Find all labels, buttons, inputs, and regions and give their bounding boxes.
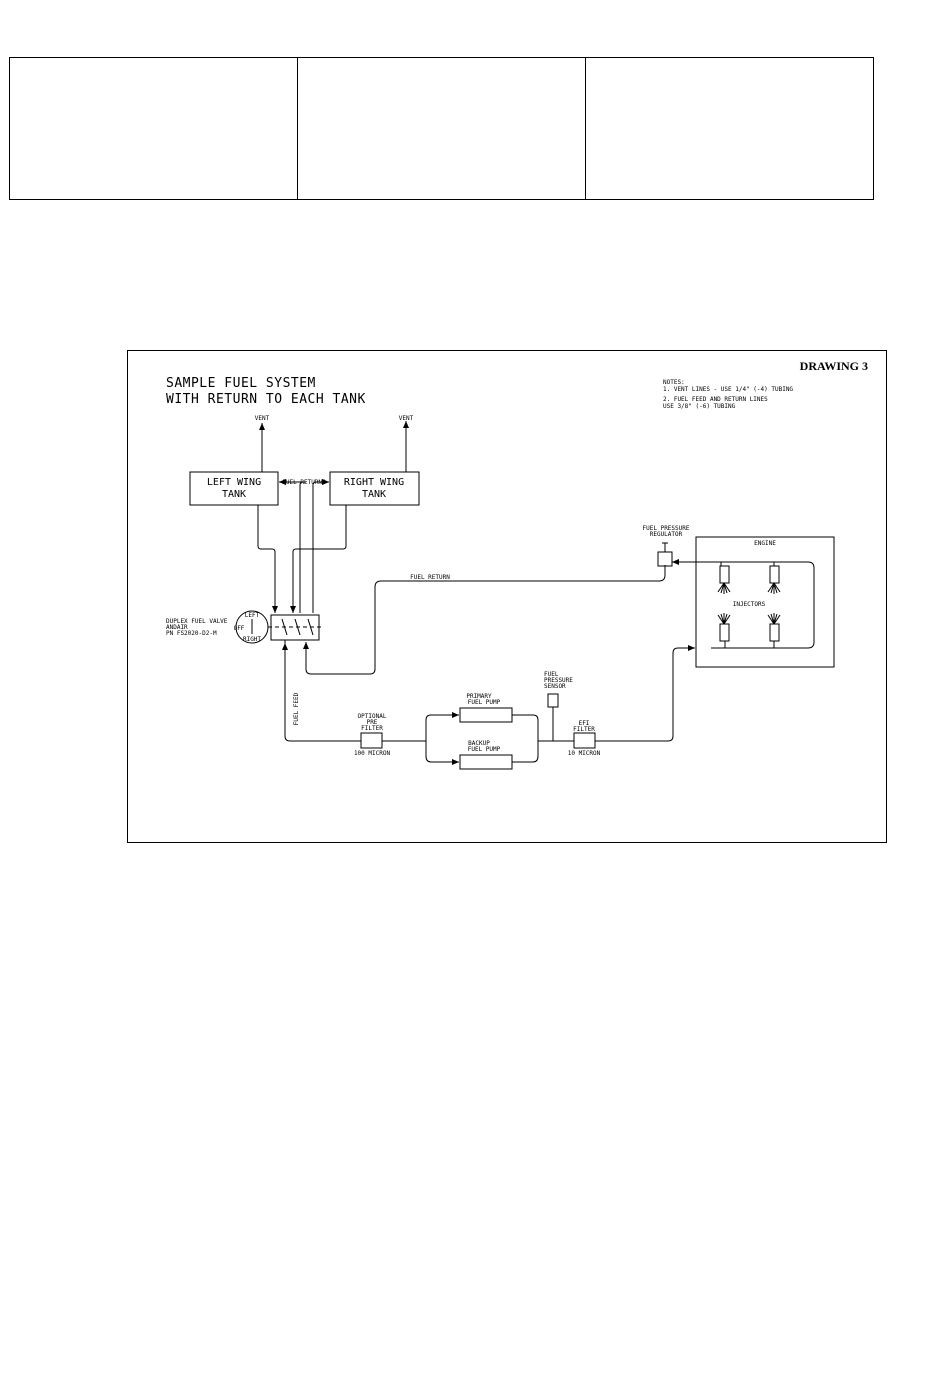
valve-label-line1: DUPLEX FUEL VALVE xyxy=(166,618,228,625)
drawing-label: DRAWING 3 xyxy=(800,359,868,373)
engine-label: ENGINE xyxy=(754,540,776,547)
header-table xyxy=(9,57,874,200)
left-tank-feed-line xyxy=(257,505,278,613)
fuel-pressure-regulator xyxy=(657,551,673,567)
primary-pump-inlet xyxy=(425,712,459,741)
valve-selector-dial xyxy=(235,610,269,644)
primary-pump-label-line2: FUEL PUMP xyxy=(468,699,501,706)
fuel-system-schematic: DRAWING 3 SAMPLE FUEL SYSTEM WITH RETURN… xyxy=(166,359,868,770)
injector-spray-4 xyxy=(767,613,781,625)
left-return-line xyxy=(299,481,306,613)
pre-filter xyxy=(360,732,383,749)
regulator-label-line2: REGULATOR xyxy=(650,531,683,538)
backup-pump-label-line1: BACKUP xyxy=(468,740,490,747)
backup-fuel-pump xyxy=(459,754,513,770)
right-tank-feed-line xyxy=(290,505,347,613)
regulator-label-line1: FUEL PRESSURE xyxy=(643,525,690,532)
fuel-return-label: FUEL RETURN xyxy=(410,574,450,581)
injector-spray-2 xyxy=(767,582,781,594)
injector-spray-3 xyxy=(717,613,731,625)
drawing-title-line2: WITH RETURN TO EACH TANK xyxy=(166,392,366,407)
valve-label-line3: PN FS2020-D2-M xyxy=(166,630,217,637)
efi-filter-label-line1: EFI xyxy=(579,720,590,727)
backup-pump-label-line2: FUEL PUMP xyxy=(468,746,501,753)
efi-filter xyxy=(573,732,596,749)
vent-right-label: VENT xyxy=(399,415,414,422)
note-2-line1: 2. FUEL FEED AND RETURN LINES xyxy=(663,396,768,403)
fuel-return-line xyxy=(303,565,666,675)
prefilter-label-line1: OPTIONAL xyxy=(358,713,387,720)
header-table-cell xyxy=(10,58,298,199)
right-tank-label-line1: RIGHT WING xyxy=(344,477,404,488)
backup-pump-inlet xyxy=(425,741,459,765)
valve-right-position: RIGHT xyxy=(243,636,261,643)
efi-filter-label-line2: FILTER xyxy=(573,726,595,733)
injector-fuel-rail xyxy=(711,561,815,649)
header-table-cell xyxy=(586,58,873,199)
left-tank-label-line1: LEFT WING xyxy=(207,477,261,488)
prefilter-rating: 100 MICRON xyxy=(354,750,391,757)
fuel-feed-line xyxy=(284,640,361,742)
notes-header: NOTES: xyxy=(663,379,685,386)
injector-3 xyxy=(719,623,730,642)
prefilter-label-line3: FILTER xyxy=(361,725,383,732)
fuel-system-drawing: DRAWING 3 SAMPLE FUEL SYSTEM WITH RETURN… xyxy=(127,350,887,843)
backup-pump-outlet xyxy=(512,741,539,763)
drawing-title-line1: SAMPLE FUEL SYSTEM xyxy=(166,376,316,391)
fuel-feed-label: FUEL FEED xyxy=(293,692,300,725)
right-wing-tank xyxy=(329,471,420,506)
engine-box xyxy=(695,536,835,668)
valve-label-line2: ANDAIR xyxy=(166,624,188,631)
note-2-line2: USE 3/8" (-6) TUBING xyxy=(663,403,736,410)
injector-2 xyxy=(769,565,780,584)
note-1: 1. VENT LINES - USE 1/4" (-4) TUBING xyxy=(663,386,793,393)
valve-port-2 xyxy=(294,618,301,636)
injectors-label: INJECTORS xyxy=(733,601,766,608)
injector-spray-1 xyxy=(717,582,731,594)
injector-1 xyxy=(719,565,730,584)
prefilter-label-line2: PRE xyxy=(367,719,378,726)
right-tank-label-line2: TANK xyxy=(362,489,386,500)
valve-off-position: OFF xyxy=(234,625,245,632)
valve-port-1 xyxy=(281,618,288,636)
primary-pump-label-line1: PRIMARY xyxy=(466,693,492,700)
fuel-pressure-sensor xyxy=(547,693,559,708)
left-wing-tank xyxy=(189,471,279,506)
valve-port-3 xyxy=(307,618,314,636)
injector-4 xyxy=(769,623,780,642)
left-tank-label-line2: TANK xyxy=(222,489,246,500)
sensor-label-line3: SENSOR xyxy=(544,683,566,690)
right-return-line xyxy=(312,479,329,613)
primary-fuel-pump xyxy=(459,707,513,723)
sensor-label-line1: FUEL xyxy=(544,671,559,678)
fuel-returns-label: FUEL RETURNS xyxy=(282,479,326,486)
vent-left-label: VENT xyxy=(255,415,270,422)
primary-pump-outlet xyxy=(512,714,539,741)
valve-left-position: LEFT xyxy=(245,612,260,619)
header-table-cell xyxy=(298,58,586,199)
efi-filter-rating: 10 MICRON xyxy=(568,750,601,757)
efi-to-engine-line xyxy=(595,645,695,742)
sensor-label-line2: PRESSURE xyxy=(544,677,573,684)
